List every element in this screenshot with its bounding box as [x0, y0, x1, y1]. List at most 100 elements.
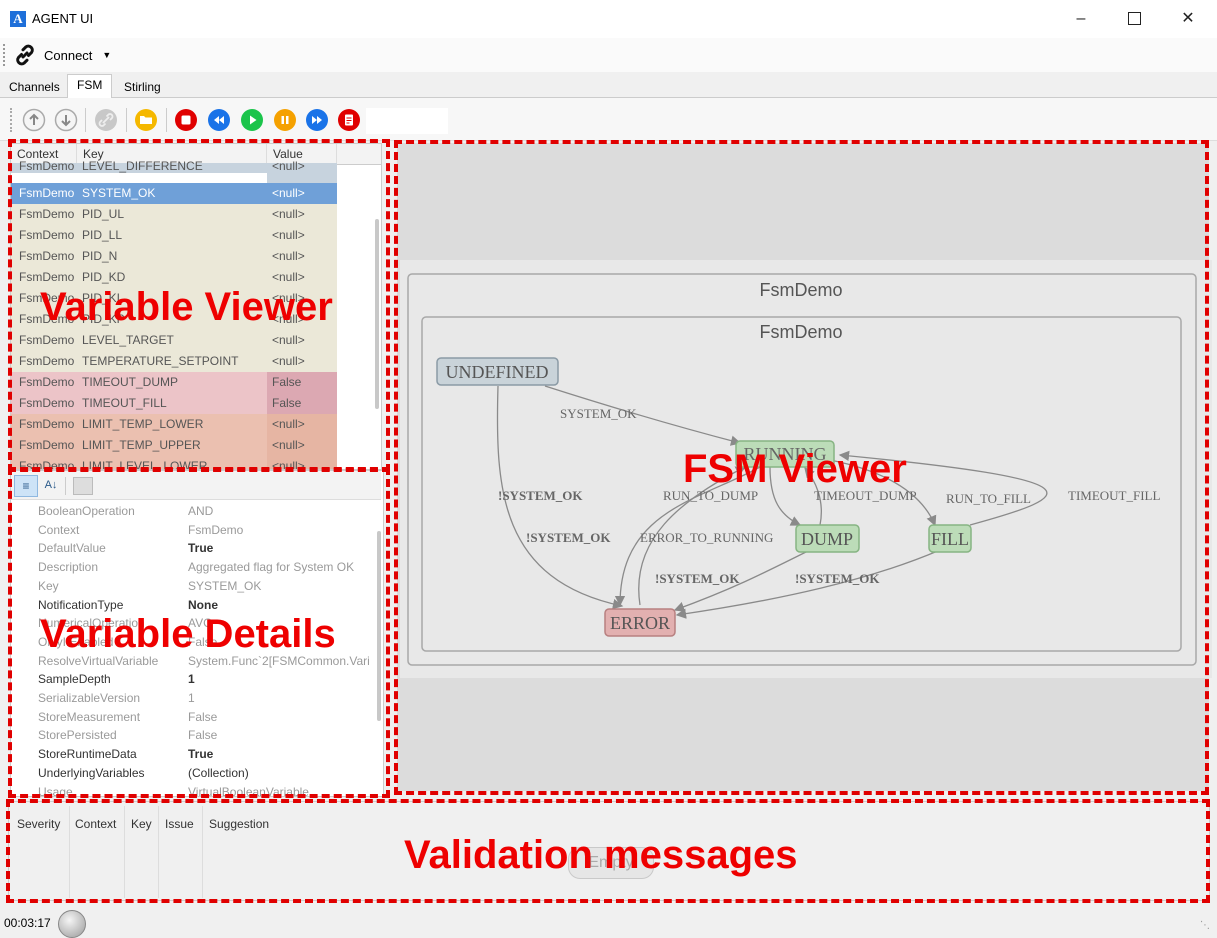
property-row[interactable]: StorePersisted False: [11, 728, 381, 747]
state-label: DUMP: [801, 529, 853, 549]
property-value: Aggregated flag for System OK: [188, 560, 355, 575]
cell-context: FsmDemo: [19, 291, 75, 305]
edge-error-running: [638, 466, 747, 606]
column-header-severity[interactable]: Severity: [17, 817, 61, 831]
state-error[interactable]: ERROR: [604, 608, 676, 637]
state-dump[interactable]: DUMP: [795, 524, 860, 553]
toolbar-input[interactable]: [366, 108, 448, 134]
minimize-button[interactable]: –: [1058, 6, 1104, 32]
status-bar: [0, 906, 1217, 938]
minimize-icon: –: [1076, 10, 1086, 27]
tab-fsm[interactable]: FSM: [67, 74, 113, 99]
cell-key: LEVEL_DIFFERENCE: [82, 159, 203, 173]
property-row[interactable]: StoreMeasurement False: [11, 710, 381, 729]
column-header-key[interactable]: Key: [83, 147, 104, 161]
property-pages-button[interactable]: [73, 477, 93, 495]
close-button[interactable]: ✕: [1165, 6, 1211, 32]
pause-button[interactable]: [273, 108, 297, 132]
play-icon: [241, 109, 263, 131]
state-fill[interactable]: FILL: [928, 524, 972, 553]
cell-key: LIMIT_LEVEL_LOWER: [82, 459, 208, 470]
column-header-suggestion[interactable]: Suggestion: [209, 817, 270, 831]
property-value: False: [188, 728, 218, 743]
toolbar-grip[interactable]: [10, 108, 12, 132]
rewind-button[interactable]: [207, 108, 231, 132]
move-up-button[interactable]: [22, 108, 46, 132]
maximize-button[interactable]: [1111, 6, 1157, 32]
sort-az-icon: A↓: [44, 479, 58, 491]
column-header-issue[interactable]: Issue: [165, 817, 194, 831]
title-bar: [0, 0, 1217, 38]
window-title: AGENT UI: [32, 11, 94, 26]
cell-key: PID_LL: [82, 228, 123, 242]
sort-alphabetical-button[interactable]: A↓: [40, 475, 62, 495]
tab-stirling[interactable]: Stirling: [124, 80, 161, 94]
cell-context: FsmDemo: [19, 396, 75, 410]
categorized-button[interactable]: ≡: [14, 475, 38, 497]
cell-context: FsmDemo: [19, 438, 75, 452]
edge-run-to-dump: [769, 466, 802, 526]
transition-edges: [496, 385, 1048, 619]
cell-value: <null>: [272, 438, 305, 452]
property-row[interactable]: UnderlyingVariables(Collection): [11, 766, 381, 785]
fast-forward-button[interactable]: [305, 108, 329, 132]
property-value: False: [188, 709, 218, 724]
toolbar-grip[interactable]: [3, 44, 7, 66]
property-name: StoreMeasurement: [38, 709, 141, 724]
state-running[interactable]: RUNNING: [735, 440, 835, 468]
fsm-canvas[interactable]: FsmDemo FsmDemo SYSTEM_OK !SYSTEM_OK !SY…: [400, 260, 1212, 678]
property-name: StorePersisted: [38, 728, 117, 743]
column-header-context[interactable]: Context: [75, 817, 117, 831]
property-scrollbar[interactable]: [377, 531, 381, 721]
state-undefined[interactable]: UNDEFINED: [436, 357, 559, 386]
column-header-context[interactable]: Context: [17, 147, 59, 161]
cell-value: <null>: [272, 228, 305, 242]
resize-grip-icon[interactable]: ⋱: [1200, 920, 1210, 931]
column-header-value[interactable]: Value: [273, 147, 303, 161]
play-button[interactable]: [240, 108, 264, 132]
link-button[interactable]: [94, 108, 118, 132]
open-folder-button[interactable]: [134, 108, 158, 132]
stop-button[interactable]: [174, 108, 198, 132]
tab-channels[interactable]: Channels: [9, 80, 60, 94]
property-name: DefaultValue: [38, 541, 106, 556]
grid-scrollbar[interactable]: [375, 219, 379, 409]
edge-timeout-fill: [838, 450, 1048, 526]
property-toolbar: [11, 471, 381, 500]
property-value: FsmDemo: [188, 522, 244, 537]
connect-button[interactable]: Connect ▼: [12, 42, 111, 68]
report-button[interactable]: [337, 108, 361, 132]
move-down-button[interactable]: [54, 108, 78, 132]
column-header-key[interactable]: Key: [131, 817, 152, 831]
